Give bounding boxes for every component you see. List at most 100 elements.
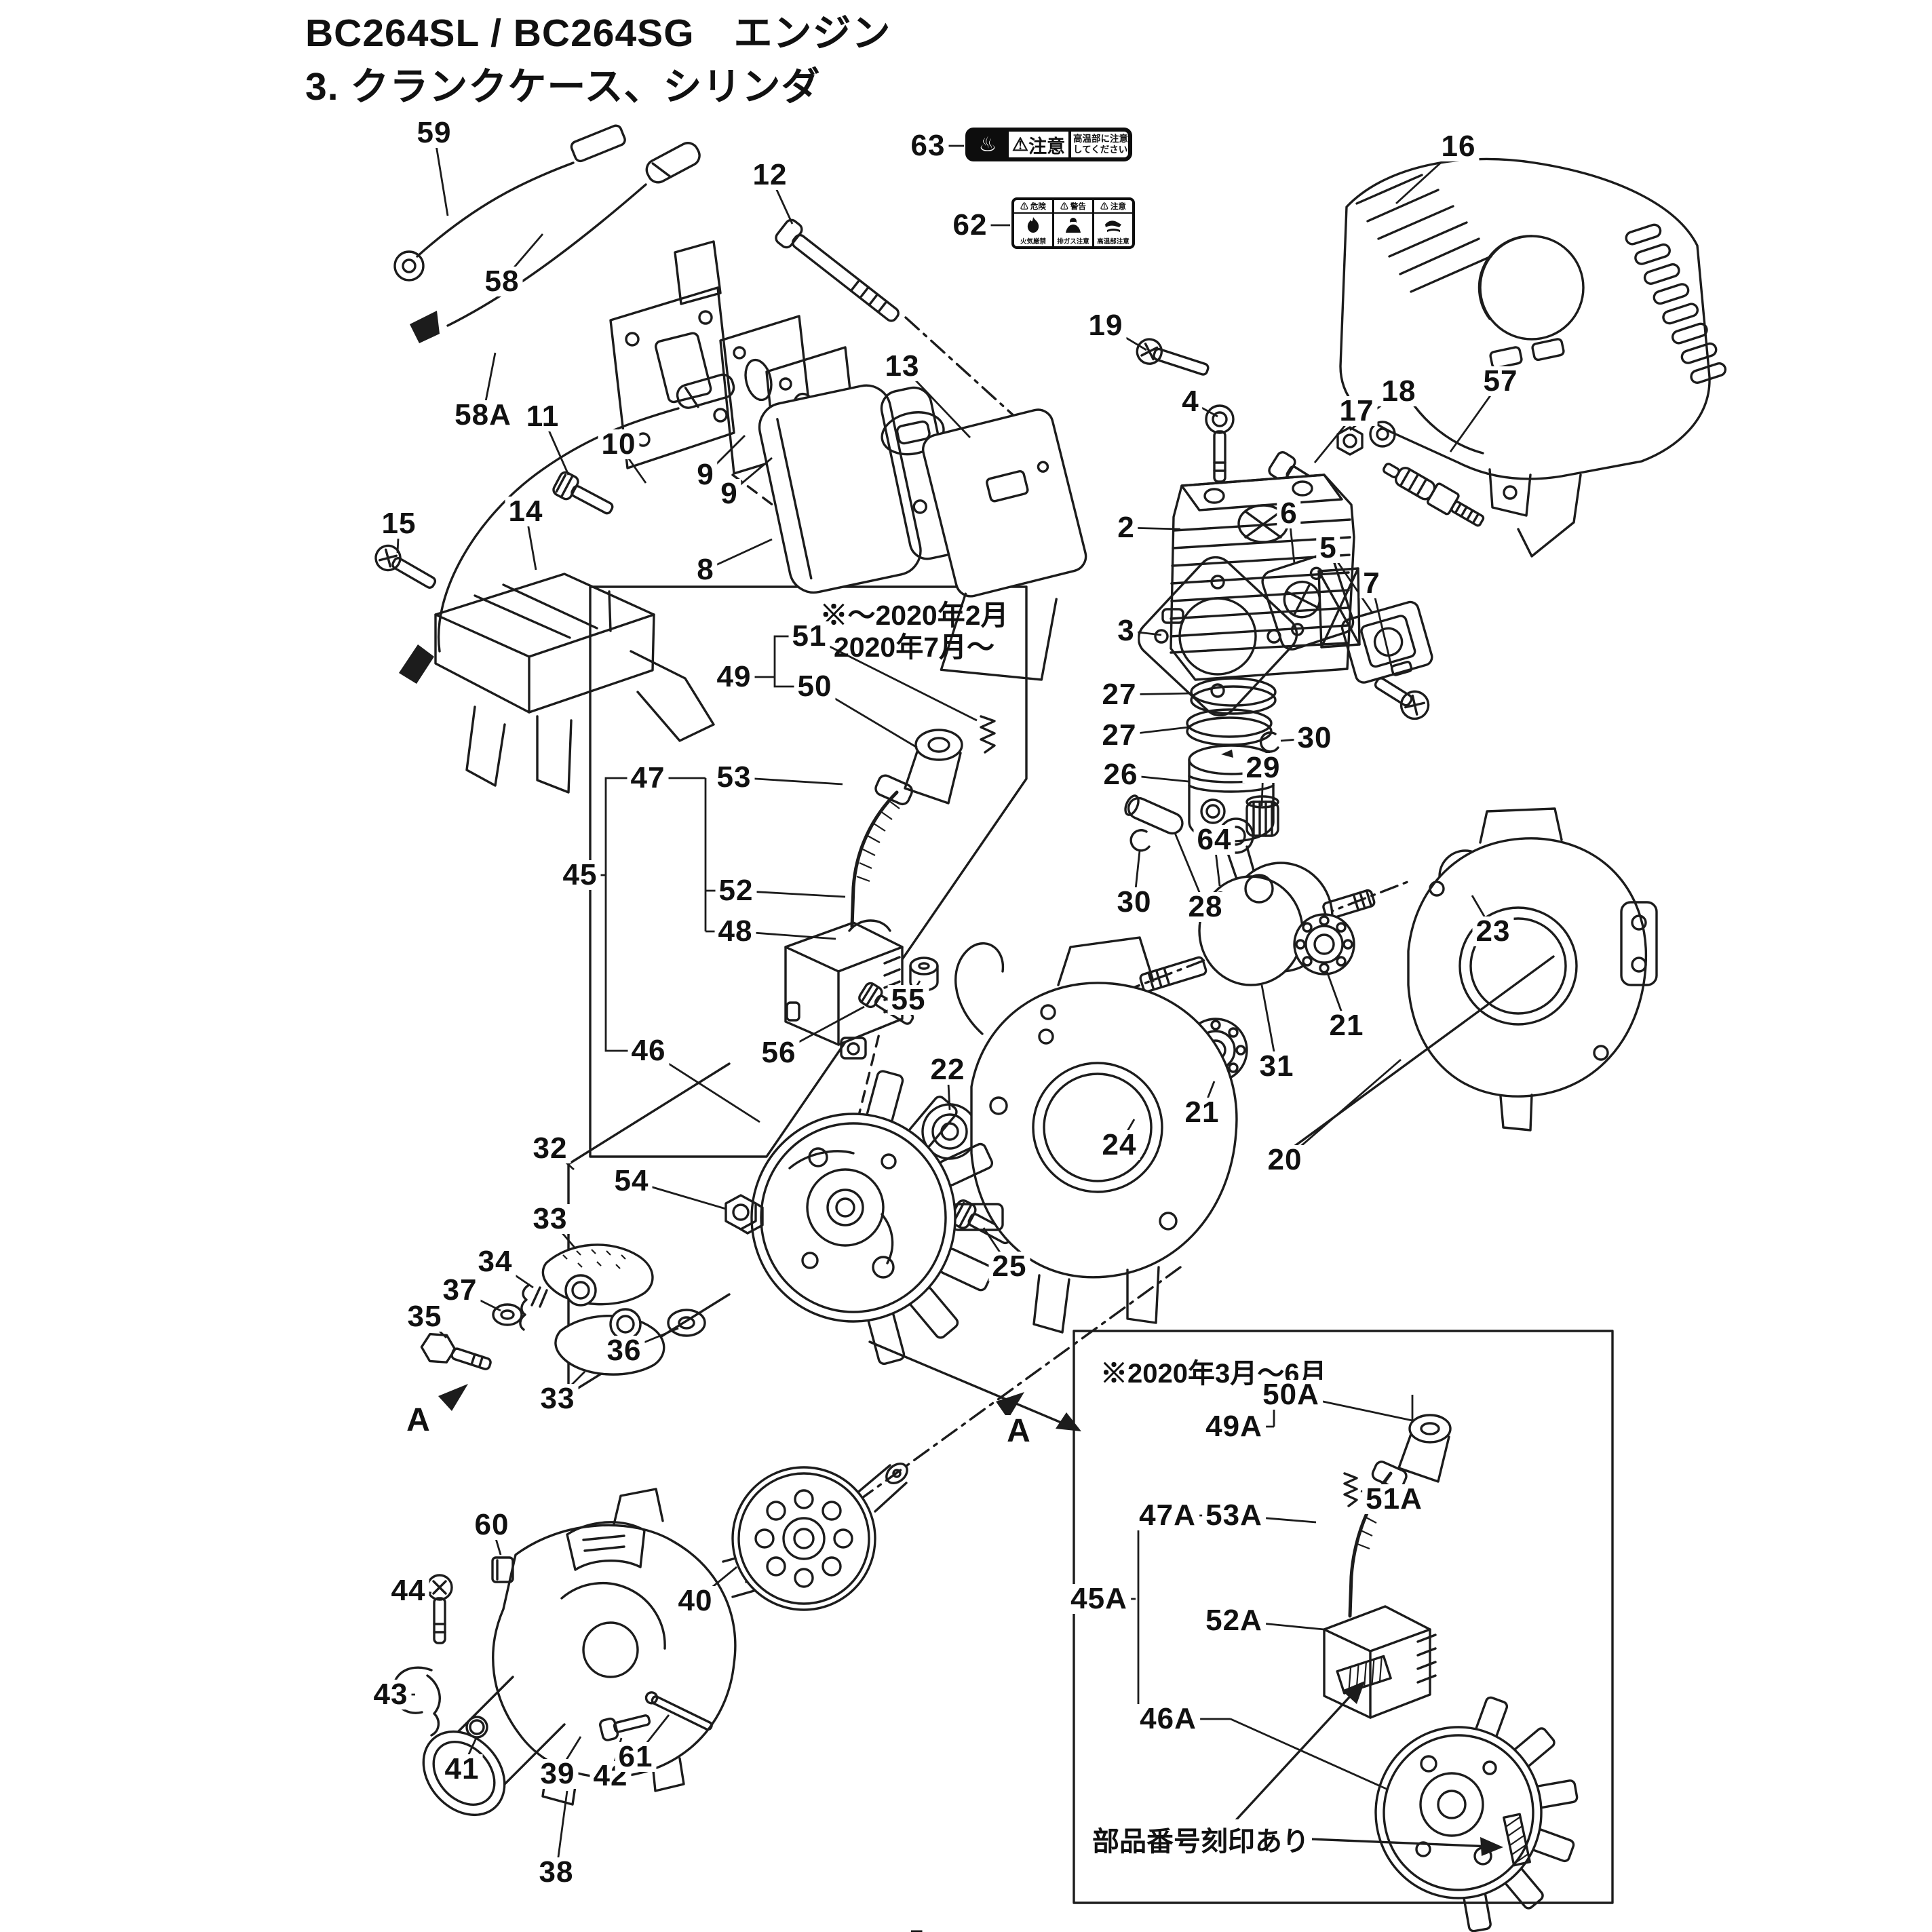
part-label-47: 47 bbox=[627, 763, 669, 793]
part-label-33: 33 bbox=[537, 1384, 579, 1414]
part-label-19: 19 bbox=[1085, 311, 1127, 341]
flywheel-46 bbox=[750, 1070, 1004, 1366]
o-ring-41 bbox=[465, 1716, 488, 1739]
muffler-cover-13 bbox=[922, 408, 1087, 681]
page-title-line2: 3. クランクケース、シリンダ bbox=[305, 64, 821, 109]
part-label-47A: 47A bbox=[1136, 1501, 1199, 1530]
danger-caption: 火気厳禁 bbox=[1020, 238, 1046, 246]
part-label-13: 13 bbox=[881, 351, 923, 381]
lead-wire-58A bbox=[399, 373, 735, 684]
part-label-27: 27 bbox=[1098, 680, 1140, 710]
lead-wire-58 bbox=[410, 142, 701, 343]
part-label-51: 51 bbox=[788, 621, 830, 651]
part-label-22: 22 bbox=[927, 1055, 969, 1085]
muffler-bracket-10 bbox=[609, 240, 735, 469]
bracket-lines bbox=[604, 635, 798, 1052]
bolt-4 bbox=[1205, 404, 1235, 483]
main-note: ※〜2020年2月 2020年7月〜 bbox=[797, 600, 1031, 663]
bolt-11 bbox=[552, 471, 614, 515]
crankcase-half-right bbox=[1407, 807, 1658, 1132]
pin-clip-30-left bbox=[1129, 829, 1151, 852]
part-label-53: 53 bbox=[713, 762, 755, 792]
part-label-59: 59 bbox=[413, 118, 455, 148]
part-label-44: 44 bbox=[387, 1576, 429, 1606]
spark-plug-57 bbox=[1383, 463, 1485, 527]
main-note-line1: ※〜2020年2月 bbox=[819, 600, 1009, 631]
bolt-19 bbox=[1136, 338, 1210, 376]
washer-37 bbox=[492, 1303, 523, 1326]
part-label-15: 15 bbox=[378, 509, 420, 539]
part-label-36: 36 bbox=[603, 1336, 645, 1366]
bolt-12 bbox=[775, 218, 900, 322]
bolt-56 bbox=[858, 982, 914, 1025]
piston-pin-28 bbox=[1124, 794, 1184, 835]
caution-text: 注意 bbox=[1028, 136, 1066, 157]
crankcase-half-left bbox=[954, 936, 1238, 1334]
part-label-29: 29 bbox=[1242, 753, 1284, 783]
part-label-26: 26 bbox=[1100, 760, 1142, 790]
inset-spring-51A bbox=[1343, 1472, 1358, 1507]
part-label-31: 31 bbox=[1256, 1051, 1298, 1081]
part-label-9: 9 bbox=[693, 460, 718, 490]
part-label-8: 8 bbox=[693, 555, 718, 585]
part-label-54: 54 bbox=[611, 1166, 653, 1196]
part-label-45A: 45A bbox=[1067, 1584, 1131, 1614]
part-label-33: 33 bbox=[529, 1204, 571, 1234]
part-label-55: 55 bbox=[887, 985, 929, 1015]
part-label-58A: 58A bbox=[451, 400, 515, 430]
part-label-52: 52 bbox=[715, 876, 757, 906]
page-title-line1: BC264SL / BC264SG エンジン bbox=[305, 12, 891, 55]
cap-spring-51 bbox=[980, 715, 996, 754]
hot-surface-icon: ♨ bbox=[969, 132, 1006, 157]
page-number: 5 bbox=[909, 1925, 924, 1932]
nut-54 bbox=[724, 1194, 764, 1235]
section-marker-arrows bbox=[438, 1384, 1024, 1419]
part-label-38: 38 bbox=[535, 1857, 577, 1887]
part-label-41: 41 bbox=[441, 1754, 483, 1784]
part-label-12: 12 bbox=[749, 160, 791, 190]
warning-label-63-caution: ⚠注意 bbox=[1006, 132, 1068, 157]
inset-flywheel-46A bbox=[1374, 1696, 1579, 1932]
ignition-coil-48 bbox=[784, 919, 904, 1060]
inset-plug-cap-50A bbox=[1371, 1414, 1452, 1490]
page-title: BC264SL / BC264SG エンジン 3. クランクケース、シリンダ bbox=[305, 7, 891, 113]
bolt-35 bbox=[420, 1332, 492, 1370]
caution-caption: 高温部注意 bbox=[1097, 238, 1129, 246]
part-label-24: 24 bbox=[1098, 1130, 1140, 1160]
hot-warning-line1: 高温部に注意 bbox=[1073, 134, 1128, 144]
hot-hand-icon bbox=[1094, 214, 1132, 236]
part-label-43: 43 bbox=[370, 1680, 412, 1709]
part-label-56: 56 bbox=[758, 1038, 800, 1068]
part-label-25: 25 bbox=[988, 1252, 1030, 1281]
inset-arrow bbox=[868, 1340, 1081, 1431]
part-label-28: 28 bbox=[1184, 892, 1226, 922]
part-label-23: 23 bbox=[1472, 916, 1514, 946]
intake-gasket-6 bbox=[1261, 553, 1355, 651]
bolt-42 bbox=[599, 1714, 651, 1741]
part-label-16: 16 bbox=[1437, 132, 1480, 161]
caution-panel: ⚠ 注意 高温部注意 bbox=[1094, 200, 1132, 246]
muffler-8 bbox=[758, 384, 961, 594]
warning-header: ⚠ 警告 bbox=[1054, 200, 1092, 214]
part-label-7: 7 bbox=[1359, 568, 1384, 598]
part-label-52A: 52A bbox=[1202, 1606, 1266, 1636]
part-label-10: 10 bbox=[598, 429, 640, 459]
part-label-61: 61 bbox=[615, 1742, 657, 1772]
pin-clip-30-right bbox=[1259, 731, 1279, 753]
warning-label-63: ♨ ⚠注意 高温部に注意 してください bbox=[965, 128, 1132, 161]
part-label-60: 60 bbox=[471, 1510, 513, 1540]
part-label-53A: 53A bbox=[1202, 1501, 1266, 1530]
part-label-58: 58 bbox=[481, 267, 523, 296]
exhaust-gas-icon bbox=[1054, 214, 1092, 236]
part-label-49: 49 bbox=[713, 662, 755, 692]
part-label-48: 48 bbox=[714, 916, 756, 946]
part-label-30: 30 bbox=[1113, 887, 1155, 917]
part-label-50A: 50A bbox=[1259, 1380, 1323, 1410]
part-label-6: 6 bbox=[1277, 499, 1301, 528]
part-label-2: 2 bbox=[1114, 513, 1138, 543]
part-label-62: 62 bbox=[949, 210, 991, 240]
part-label-40: 40 bbox=[674, 1586, 716, 1616]
plate-60 bbox=[491, 1556, 514, 1583]
part-label-63: 63 bbox=[907, 131, 949, 161]
